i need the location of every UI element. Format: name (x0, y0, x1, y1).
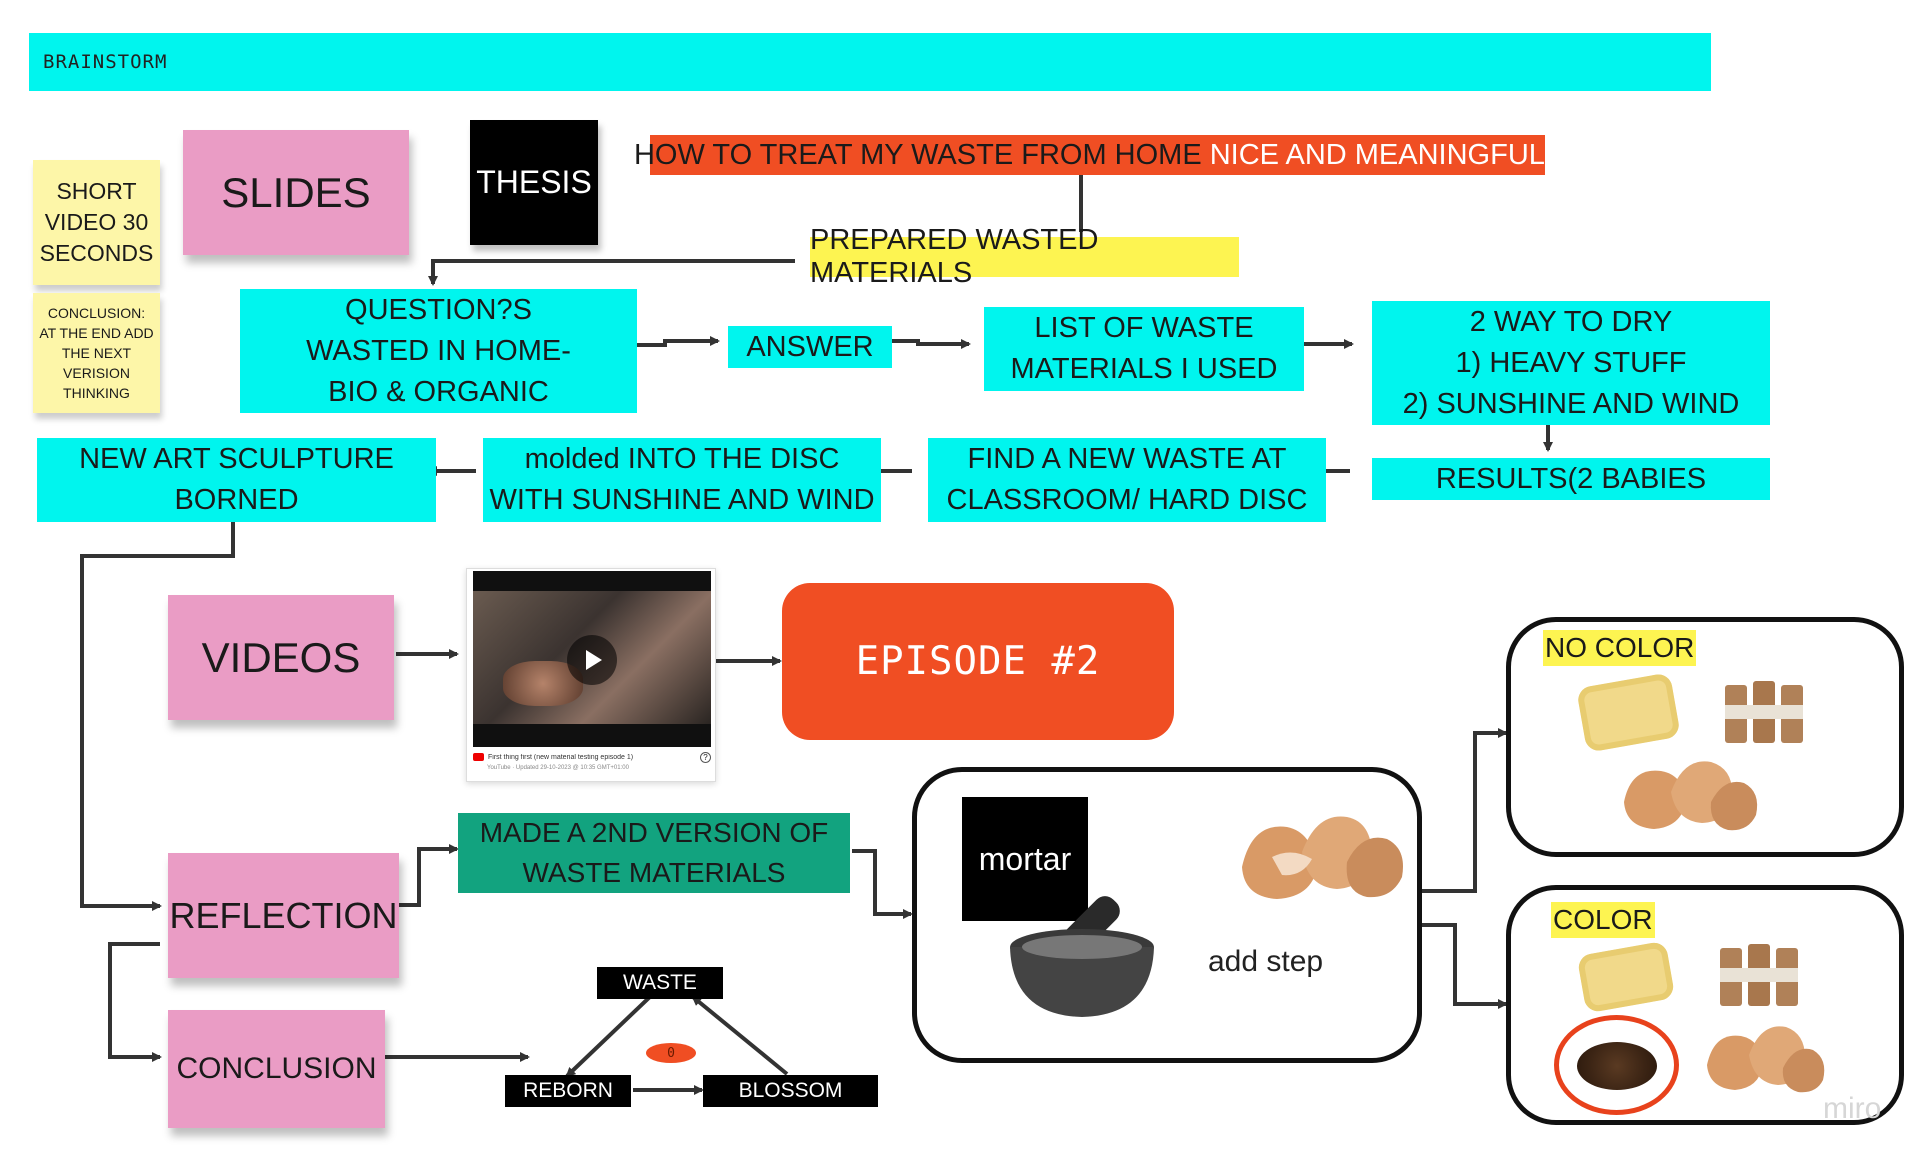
dry-line3: 2) SUNSHINE AND WIND (1402, 387, 1740, 420)
second-version-line2: WASTE MATERIALS (522, 857, 786, 888)
eggshells-icon (1707, 1026, 1825, 1093)
sculpture-line2: BORNED (174, 484, 299, 516)
results-label: RESULTS(2 BABIES (1435, 462, 1707, 495)
cycle-waste-label: WASTE (623, 971, 697, 994)
list-line2: MATERIALS I USED (1010, 353, 1278, 385)
sticky-slides[interactable]: SLIDES (183, 130, 409, 255)
sticky-conclusion[interactable]: CONCLUSION (168, 1010, 385, 1128)
find-line2: CLASSROOM/ HARD DISC (946, 484, 1308, 516)
find-box[interactable]: FIND A NEW WASTE AT CLASSROOM/ HARD DISC (928, 438, 1326, 522)
video-thumbnail[interactable] (473, 571, 711, 747)
find-line1: FIND A NEW WASTE AT (967, 443, 1287, 475)
header-bar: BRAINSTORM (29, 33, 1711, 91)
thesis-card[interactable]: THESIS (470, 120, 598, 245)
video-card[interactable]: First thing first (new material testing … (466, 568, 716, 782)
mortar-label: mortar (978, 840, 1072, 877)
questions-line2: WASTED IN HOME- (306, 334, 571, 367)
color-label: COLOR (1551, 902, 1655, 938)
main-question[interactable]: HOW TO TREAT MY WASTE FROM HOME NICE AND… (634, 135, 1561, 175)
results-box[interactable]: RESULTS(2 BABIES (1372, 458, 1770, 500)
main-question-part2: NICE AND MEANINGFUL? (1209, 138, 1562, 171)
episode-button[interactable]: EPISODE #2 (782, 583, 1174, 740)
sticky-reflection[interactable]: REFLECTION (168, 853, 399, 978)
cardboard-rolls-icon (1725, 681, 1803, 743)
color-frame[interactable]: COLOR (1506, 885, 1904, 1125)
answer-box[interactable]: ANSWER (728, 326, 892, 368)
conclusion-note[interactable]: CONCLUSION: AT THE END ADD THE NEXT VERI… (33, 293, 160, 413)
thesis-label: THESIS (476, 164, 592, 200)
sticky-videos[interactable]: VIDEOS (168, 595, 394, 720)
comment-count-badge[interactable]: 0 (646, 1043, 696, 1063)
list-line1: LIST OF WASTE (1034, 312, 1254, 344)
sculpture-box[interactable]: NEW ART SCULPTURE BORNED (37, 438, 436, 522)
molded-box[interactable]: molded INTO THE DISC WITH SUNSHINE AND W… (483, 438, 881, 522)
sticky-slides-label: SLIDES (221, 168, 371, 216)
eggshells-icon (1624, 761, 1758, 831)
add-step-label: add step (1208, 945, 1324, 978)
header-title: BRAINSTORM (43, 51, 168, 73)
cycle-reborn[interactable]: REBORN (505, 1075, 631, 1107)
no-color-label: NO COLOR (1543, 630, 1697, 666)
cycle-blossom[interactable]: BLOSSOM (703, 1075, 878, 1107)
cycle-waste[interactable]: WASTE (597, 967, 723, 999)
questions-line1: QUESTION?S (345, 293, 532, 326)
main-question-part1: HOW TO TREAT MY WASTE FROM HOME (633, 138, 1210, 171)
second-version-line1: MADE A 2ND VERSION OF (479, 817, 829, 848)
cycle-reborn-label: REBORN (523, 1079, 613, 1102)
comment-count-text: 0 (667, 1045, 675, 1061)
coffee-grounds-circle (1554, 1015, 1679, 1115)
play-icon (586, 650, 602, 670)
wet-wipes-pack-icon (1576, 940, 1676, 1014)
prepared-materials[interactable]: PREPARED WASTED MATERIALS (810, 224, 1239, 289)
youtube-icon (473, 753, 484, 761)
video-caption: First thing first (new material testing … (488, 753, 634, 761)
molded-line1: molded INTO THE DISC (524, 443, 840, 475)
mortar-frame[interactable]: mortar add step (912, 767, 1422, 1063)
conclusion-note-text: CONCLUSION: AT THE END ADD THE NEXT VERI… (39, 305, 154, 401)
sticky-videos-label: VIDEOS (201, 633, 361, 681)
episode-label: EPISODE #2 (855, 639, 1101, 684)
second-version-box[interactable]: MADE A 2ND VERSION OF WASTE MATERIALS (458, 813, 850, 893)
dry-line2: 1) HEAVY STUFF (1455, 346, 1687, 379)
sticky-reflection-label: REFLECTION (169, 894, 398, 936)
cardboard-rolls-icon (1720, 944, 1798, 1006)
questions-line3: BIO & ORGANIC (328, 375, 549, 408)
short-video-note[interactable]: SHORT VIDEO 30 SECONDS (33, 160, 160, 285)
wet-wipes-pack-icon (1576, 672, 1681, 753)
sculpture-line1: NEW ART SCULPTURE (79, 443, 394, 475)
video-meta: YouTube · Updated 29-10-2023 @ 10:35 GMT… (487, 765, 629, 771)
prepared-materials-label: PREPARED WASTED MATERIALS (810, 224, 1099, 289)
mortar-pestle-icon (1010, 896, 1154, 1017)
sticky-conclusion-label: CONCLUSION (176, 1052, 377, 1085)
mortar-label-card: mortar (962, 797, 1088, 921)
cycle-blossom-label: BLOSSOM (738, 1079, 843, 1102)
answer-label: ANSWER (746, 330, 874, 363)
play-button[interactable] (567, 635, 617, 685)
video-caption-row: First thing first (new material testing … (473, 750, 711, 764)
list-box[interactable]: LIST OF WASTE MATERIALS I USED (984, 307, 1304, 391)
dry-line1: 2 WAY TO DRY (1469, 305, 1673, 338)
dry-box[interactable]: 2 WAY TO DRY 1) HEAVY STUFF 2) SUNSHINE … (1372, 301, 1770, 425)
short-video-note-text: SHORT VIDEO 30 SECONDS (39, 178, 154, 266)
help-icon[interactable]: ? (700, 751, 711, 763)
questions-box[interactable]: QUESTION?S WASTED IN HOME- BIO & ORGANIC (240, 289, 637, 413)
no-color-frame[interactable]: NO COLOR (1506, 617, 1904, 857)
miro-watermark: miro (1823, 1092, 1882, 1125)
coffee-grounds-icon (1577, 1042, 1657, 1090)
molded-line2: WITH SUNSHINE AND WIND (489, 484, 875, 516)
eggshells-icon (1242, 816, 1403, 899)
